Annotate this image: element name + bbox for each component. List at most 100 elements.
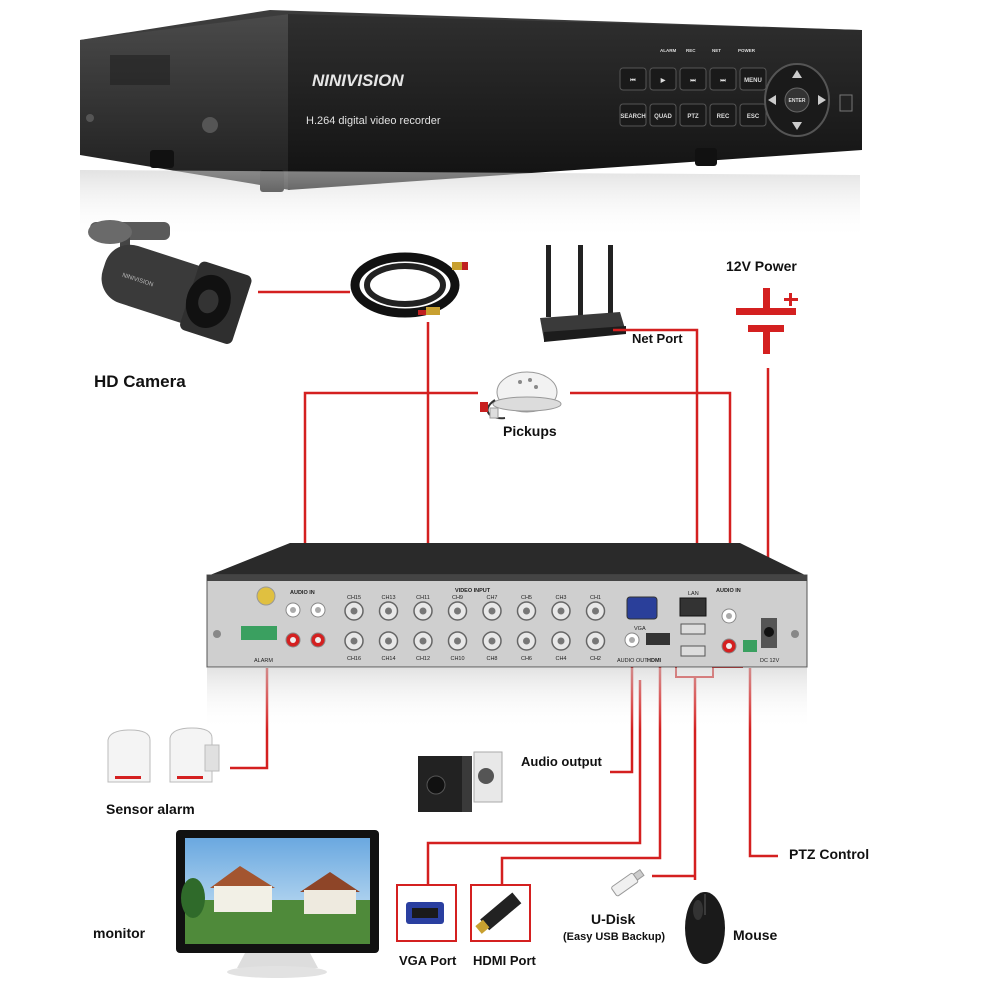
dvr-status-led-label: REC [686, 48, 696, 53]
dvr-front-button[interactable] [619, 103, 647, 127]
bnc-channel-label: CH1 [590, 595, 601, 601]
dvr-front-button[interactable] [709, 103, 737, 127]
pickup-microphone-icon [480, 371, 562, 420]
bnc-port-pin [385, 637, 392, 645]
hd-camera-icon: NINIVISION [88, 220, 252, 344]
dvr-nav-pad: ENTER [764, 63, 830, 137]
dvr-front-button-label: REC [717, 114, 730, 120]
dvr-front-button-label: ⏭ [720, 78, 726, 84]
audio-in-left-ports [285, 602, 326, 648]
bnc-port-pin [557, 607, 565, 615]
dvr-front-button[interactable] [739, 67, 767, 91]
bnc-channel-label: CH16 [347, 656, 361, 662]
dvr-front-button-label: PTZ [687, 114, 699, 120]
label-audio-output: Audio output [521, 754, 602, 769]
dvr-front-button-label: MENU [744, 78, 762, 84]
bnc-channel-label: CH11 [416, 595, 430, 601]
rear-alarm-label: ALARM [254, 658, 273, 664]
bnc-channel-label: CH2 [590, 656, 601, 662]
label-ptz-control: PTZ Control [789, 846, 870, 862]
dvr-status-led-label: NET [712, 48, 721, 53]
bnc-port-pin [385, 607, 392, 615]
label-vga-port: VGA Port [399, 953, 457, 968]
bnc-channel-label: CH7 [486, 595, 497, 601]
u-disk-icon [611, 868, 645, 897]
bnc-port-pin [592, 607, 599, 615]
dvr-front-button-label: ⏭ [690, 78, 696, 84]
bnc-cable-coil-icon [350, 252, 468, 318]
label-u-disk-sub: (Easy USB Backup) [563, 931, 666, 943]
bnc-channel-label: CH12 [416, 656, 430, 662]
dvr-status-led-label: POWER [738, 48, 756, 53]
mouse-icon [685, 892, 725, 964]
dvr-front-button-label: ⏮ [630, 78, 636, 84]
bnc-port-pin [488, 637, 496, 645]
bnc-port-pin [419, 637, 427, 645]
rear-vga-label: VGA [634, 626, 646, 632]
label-u-disk: U-Disk [591, 911, 636, 927]
bnc-port-pin [488, 607, 496, 615]
bnc-port-pin [523, 607, 530, 615]
rear-lan-label: LAN [688, 591, 699, 597]
monitor-icon [176, 830, 379, 978]
vga-port-box [396, 884, 457, 942]
nav-center-label: ENTER [789, 98, 806, 104]
bnc-channel-label: CH4 [555, 656, 566, 662]
dvr-front-button-label: ESC [747, 114, 760, 120]
bnc-channel-label: CH13 [381, 595, 395, 601]
speakers-icon [418, 751, 503, 812]
bnc-port-pin [523, 637, 530, 645]
label-net-port: Net Port [632, 331, 683, 346]
label-mouse: Mouse [733, 927, 778, 943]
dvr-front-button[interactable] [679, 103, 707, 127]
label-hd-camera: HD Camera [94, 372, 186, 391]
bnc-channel-label: CH8 [486, 656, 497, 662]
bnc-port-pin [350, 607, 358, 615]
dvr-front-button-label: ▶ [660, 77, 666, 84]
dvr-status-leds: ALARM REC NET POWER [660, 48, 756, 53]
label-sensor-alarm: Sensor alarm [106, 801, 195, 817]
bnc-port-pin [350, 637, 358, 645]
bnc-channel-label: CH6 [521, 656, 532, 662]
dvr-front-unit: NINIVISION H.264 digital video recorder … [80, 10, 862, 192]
router-icon [540, 245, 626, 342]
dvr-status-led-label: ALARM [660, 48, 676, 53]
connection-wires [230, 290, 778, 886]
sensor-alarm-icon [107, 727, 220, 783]
dvr-brand: NINIVISION [312, 71, 404, 90]
bnc-port-pin [454, 607, 461, 615]
bnc-channel-label: CH10 [450, 656, 464, 662]
dvr-front-buttons: ⏮ ▶ ⏭ ⏭ MENU SEARCH QUAD PTZ REC ESC [619, 67, 767, 127]
bnc-port-pin [592, 637, 599, 645]
rear-audio-out-label: AUDIO OUT [617, 658, 648, 664]
rear-video-input-label: VIDEO INPUT [455, 588, 491, 594]
hdmi-port-box [470, 884, 531, 942]
label-12v-power: 12V Power [726, 258, 797, 274]
dvr-front-button[interactable] [709, 67, 737, 91]
label-pickups: Pickups [503, 423, 557, 439]
bnc-channel-label: CH14 [381, 656, 395, 662]
rear-audio-in-right-label: AUDIO IN [716, 588, 741, 594]
dvr-front-button[interactable] [679, 67, 707, 91]
label-hdmi-port: HDMI Port [473, 953, 536, 968]
dvr-front-button-label: SEARCH [620, 114, 645, 120]
dvr-front-button-label: QUAD [654, 114, 672, 120]
bnc-port-pin [454, 637, 461, 645]
label-monitor: monitor [93, 925, 146, 941]
bnc-channel-label: CH3 [555, 595, 566, 601]
dvr-front-button[interactable] [619, 67, 647, 91]
bnc-port-pin [557, 637, 565, 645]
rear-hdmi-label: HDMI [647, 658, 662, 664]
bnc-channel-label: CH9 [452, 595, 463, 601]
dvr-front-button[interactable] [649, 103, 677, 127]
bnc-channel-label: CH15 [347, 595, 361, 601]
rear-audio-in-left-label: AUDIO IN [290, 590, 315, 596]
dvr-front-button[interactable] [739, 103, 767, 127]
bnc-port-pin [419, 607, 427, 615]
rear-dc-label: DC 12V [760, 658, 780, 664]
dvr-subtitle: H.264 digital video recorder [306, 115, 441, 127]
dvr-front-button[interactable] [649, 67, 677, 91]
